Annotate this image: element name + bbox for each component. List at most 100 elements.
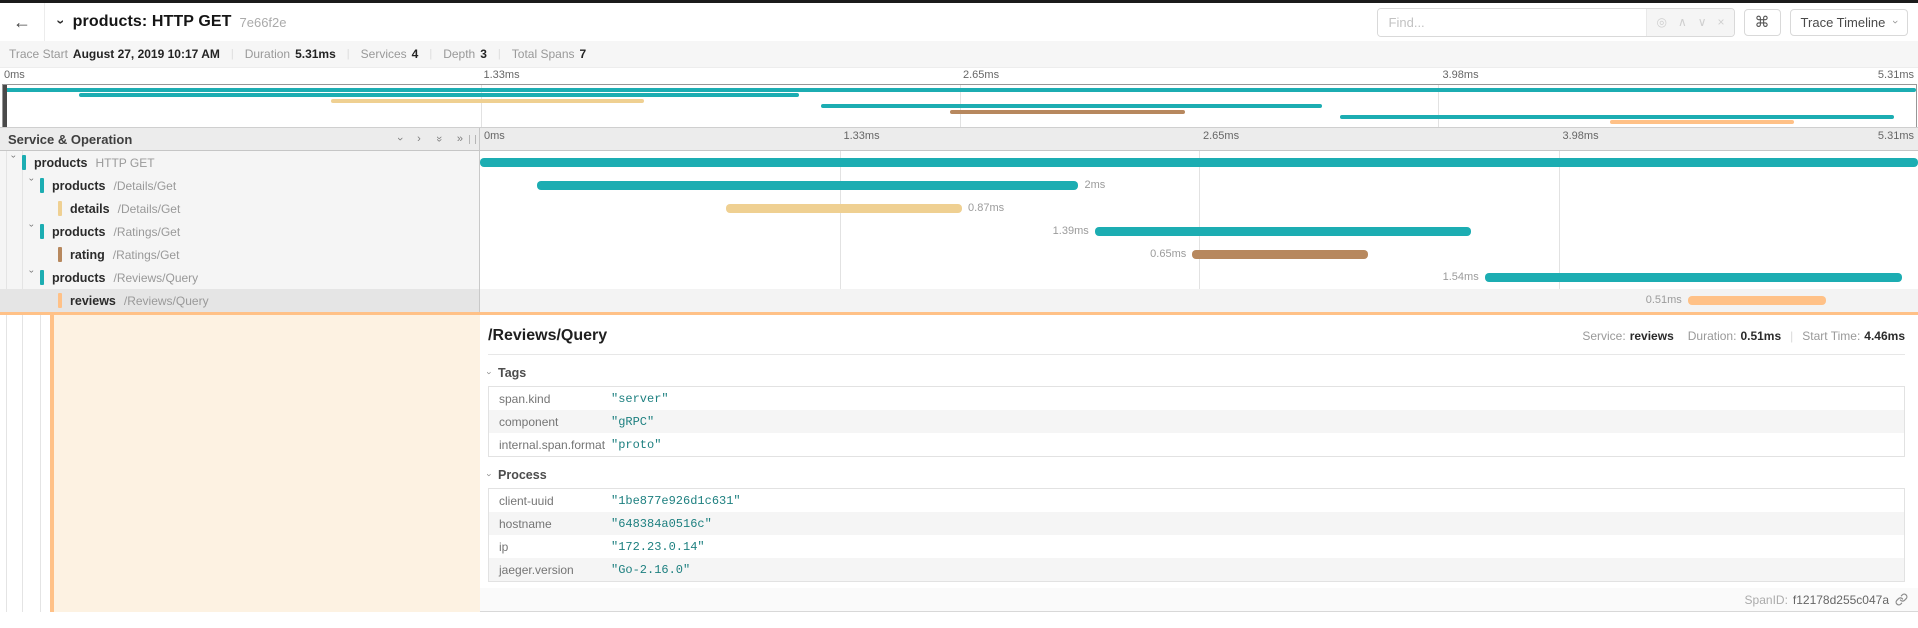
duration-value: 0.51ms — [1740, 329, 1782, 343]
link-icon[interactable] — [1895, 593, 1908, 606]
timeline-tick-label: 3.98ms — [1562, 130, 1599, 142]
minimap-span-bar — [950, 109, 1185, 114]
span-name-row[interactable]: ›products/Reviews/Query — [0, 266, 479, 289]
page-title: products: HTTP GET — [72, 13, 232, 30]
span-name-row[interactable]: reviews/Reviews/Query — [0, 289, 479, 312]
span-operation-name: /Details/Get — [113, 178, 177, 193]
match-scope-icon[interactable]: ◎ — [1656, 15, 1667, 29]
expand-chevron-icon[interactable]: › — [27, 269, 37, 273]
kv-key: jaeger.version — [499, 562, 574, 577]
span-operation-title: /Reviews/Query — [488, 327, 608, 344]
minimap-range-handle[interactable] — [3, 85, 7, 128]
process-row: hostname "648384a0516c" — [489, 512, 1904, 535]
expand-chevron-icon[interactable]: › — [27, 177, 37, 181]
process-section-toggle[interactable]: › Process — [485, 468, 1905, 482]
span-bar-row[interactable]: 0.51ms — [480, 289, 1918, 312]
span-name-row[interactable]: details/Details/Get — [0, 197, 479, 220]
span-bar-row[interactable]: 1.39ms — [480, 220, 1918, 243]
indent-guide — [6, 315, 7, 612]
view-selector-label: Trace Timeline — [1800, 14, 1886, 30]
span-duration-bar[interactable] — [1094, 227, 1472, 236]
span-name-row[interactable]: ›products/Details/Get — [0, 174, 479, 197]
service-label: Service: — [1582, 329, 1626, 343]
span-id-label: SpanID: — [1744, 592, 1788, 607]
collapse-trace-chevron-icon[interactable]: › — [53, 19, 70, 25]
kv-value: "648384a0516c" — [611, 516, 712, 531]
span-bar-row[interactable]: 2ms — [480, 174, 1918, 197]
trace-id: 7e66f2e — [239, 14, 287, 30]
span-operation-name: /Ratings/Get — [112, 247, 180, 262]
clear-search-icon[interactable]: × — [1717, 15, 1725, 29]
service-operation-header: Service & Operation › › » » — [0, 128, 480, 150]
expand-chevron-icon[interactable]: › — [9, 154, 19, 158]
span-bar-row[interactable]: 0.87ms — [480, 197, 1918, 220]
span-name-row[interactable]: ›products/Ratings/Get — [0, 220, 479, 243]
summary-separator: | — [346, 48, 350, 60]
timeline-tick-label: 5.31ms — [1877, 130, 1914, 142]
span-duration-label: 0.65ms — [1150, 248, 1187, 260]
view-selector-button[interactable]: Trace Timeline › — [1789, 8, 1908, 36]
collapse-one-icon[interactable]: › — [394, 137, 407, 141]
summary-value: 5.31ms — [295, 47, 336, 61]
summary-label: Trace Start — [9, 47, 68, 61]
minimap-span-bar — [1609, 120, 1794, 125]
span-bar-row[interactable]: 1.54ms — [480, 266, 1918, 289]
keyboard-shortcuts-button[interactable]: ⌘ — [1743, 8, 1781, 36]
minimap-span-bar — [3, 88, 1916, 92]
kv-value: "proto" — [611, 437, 662, 452]
kv-value: "1be877e926d1c631" — [611, 493, 741, 508]
prev-match-icon[interactable]: ∧ — [1677, 15, 1687, 29]
minimap-span-bar — [78, 93, 800, 98]
timeline-gridline — [839, 151, 841, 312]
indent-guide — [22, 315, 23, 612]
tag-row: internal.span.format"proto" — [489, 433, 1904, 456]
span-operation-name: HTTP GET — [95, 155, 155, 170]
span-duration-bar[interactable] — [726, 204, 963, 213]
expand-chevron-icon[interactable]: › — [27, 223, 37, 227]
summary-label: Depth — [443, 47, 476, 61]
kv-value: "server" — [611, 391, 669, 406]
command-key-icon: ⌘ — [1754, 14, 1770, 31]
span-bar-row[interactable]: 0.65ms — [480, 243, 1918, 266]
minimap-canvas[interactable] — [2, 84, 1917, 129]
find-match-controls: ◎ ∧ ∨ × — [1646, 8, 1734, 36]
span-color-indicator — [40, 270, 44, 285]
detail-left-gutter — [0, 315, 480, 612]
collapse-all-icon[interactable]: » — [432, 135, 445, 143]
span-bar-row[interactable] — [480, 151, 1918, 174]
column-resizer[interactable] — [469, 135, 476, 144]
span-duration-bar[interactable] — [536, 181, 1079, 190]
summary-value: 3 — [480, 47, 487, 61]
span-duration-bar[interactable] — [1687, 296, 1826, 305]
expand-all-icon[interactable]: » — [456, 133, 463, 145]
expand-one-icon[interactable]: › — [417, 133, 421, 145]
back-button[interactable]: ← — [0, 3, 45, 41]
span-name-row[interactable]: rating/Ratings/Get — [0, 243, 479, 266]
start-time-label: Start Time: — [1802, 329, 1861, 343]
span-color-indicator — [58, 293, 62, 308]
span-duration-bar[interactable] — [1484, 273, 1902, 282]
process-section-title: Process — [498, 468, 547, 482]
timeline-gridline — [1558, 151, 1560, 312]
tags-section-title: Tags — [498, 366, 527, 380]
find-input[interactable] — [1377, 8, 1647, 36]
kv-value: "gRPC" — [611, 414, 655, 429]
span-name-row[interactable]: › products HTTP GET — [0, 151, 479, 174]
span-detail-header: /Reviews/Query Service: reviews Duration… — [488, 319, 1905, 355]
span-service-name: products — [34, 155, 88, 170]
next-match-icon[interactable]: ∨ — [1697, 15, 1707, 29]
timeline-tick-label: 0ms — [4, 69, 25, 81]
selected-span-highlight-region — [54, 315, 480, 612]
timeline-tick-label: 1.33ms — [483, 69, 520, 81]
tags-table: span.kind"server"component"gRPC"internal… — [488, 386, 1905, 457]
tags-section-toggle[interactable]: › Tags — [485, 366, 1905, 380]
kv-value: "172.23.0.14" — [611, 539, 705, 554]
kv-key: ip — [499, 539, 509, 554]
span-duration-bar[interactable] — [480, 158, 1918, 167]
span-duration-bar[interactable] — [1192, 250, 1369, 259]
summary-value: 7 — [579, 47, 587, 61]
summary-value: 4 — [411, 47, 419, 61]
kv-key: hostname — [499, 516, 552, 531]
